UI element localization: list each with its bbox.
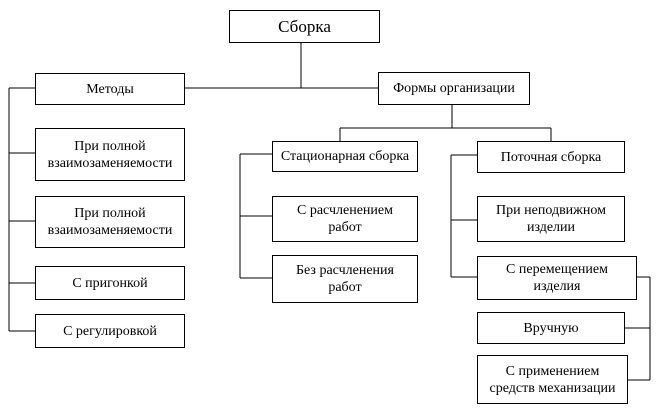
flow-item: С перемещением изделия bbox=[477, 256, 637, 300]
root-node: Сборка bbox=[229, 10, 380, 43]
methods-node: Методы bbox=[35, 73, 185, 105]
method-item: При полной взаимозаменяемости bbox=[35, 196, 185, 248]
method-item: С пригонкой bbox=[35, 266, 185, 300]
flow-node: Поточная сборка bbox=[477, 141, 625, 173]
stationary-node: Стационарная сборка bbox=[272, 141, 418, 172]
moving-subitem: Вручную bbox=[477, 312, 625, 344]
stationary-item: Без расчленения работ bbox=[272, 255, 418, 303]
method-item: С регулировкой bbox=[35, 314, 185, 348]
moving-subitem: С применением средств механизации bbox=[477, 355, 628, 404]
stationary-item: С расчленением работ bbox=[272, 196, 418, 242]
flow-item: При неподвижном изделии bbox=[477, 196, 625, 242]
forms-node: Формы организации bbox=[378, 72, 530, 105]
method-item: При полной взаимозаменяемости bbox=[35, 128, 185, 181]
